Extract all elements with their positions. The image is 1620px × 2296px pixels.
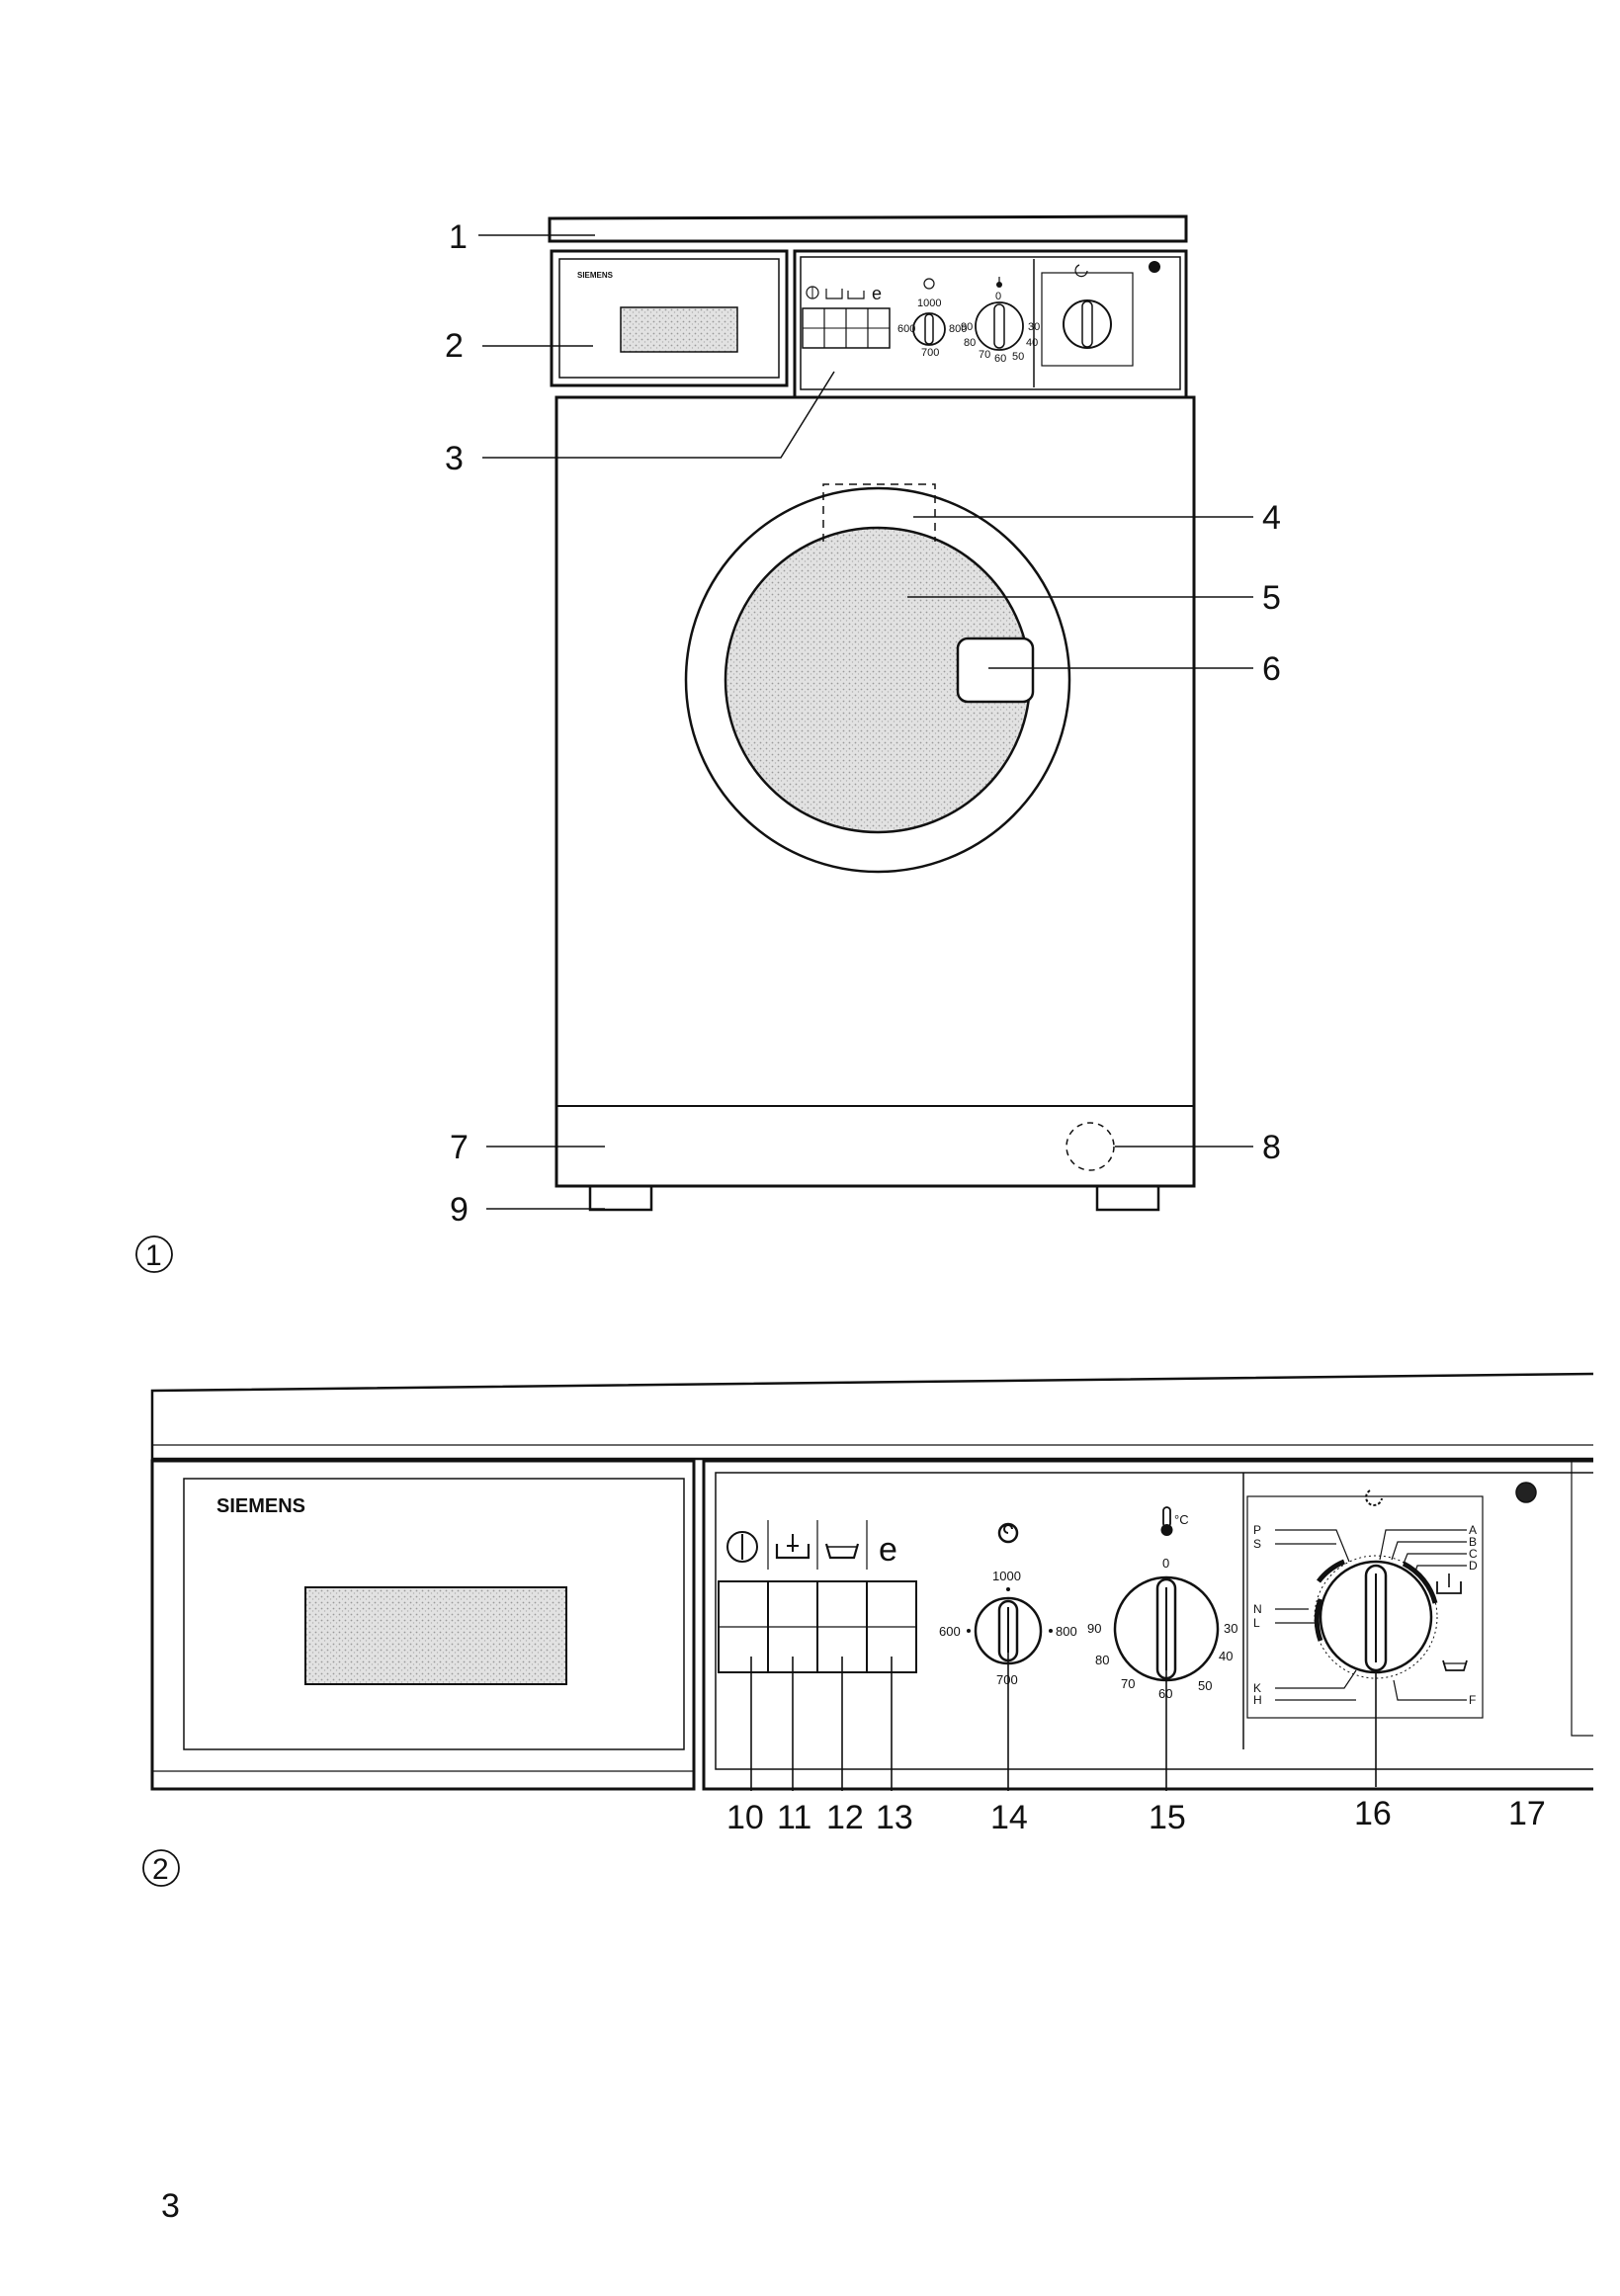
drawer-label-panel [620,306,738,353]
temp-knob-small: 0 30 40 50 60 70 80 90 [961,277,1040,365]
temp-small-90: 90 [961,321,973,333]
prewash-icon [775,1534,810,1560]
economy-icon: e [879,1531,897,1569]
callout-12: 12 [826,1799,864,1836]
program-letter-D: D [1469,1559,1478,1573]
program-letter-P: P [1253,1523,1261,1537]
callout-16: 16 [1354,1795,1392,1832]
door-seal-dashed [822,483,936,542]
figure-1-washing-machine: SIEMENS e 1000 800 700 600 [135,214,1281,1273]
drawer-large-brand: SIEMENS [216,1495,305,1517]
figure-2-leaders [750,1653,1377,1791]
callout-8: 8 [1262,1129,1281,1166]
page-number: 3 [161,2187,180,2225]
temp-small-60: 60 [994,353,1006,365]
temp-label-90: 90 [1087,1621,1101,1636]
door-ring [684,486,1071,874]
spin-icon [997,1522,1019,1544]
spin-label-bottom: 700 [996,1672,1018,1687]
program-letter-F: F [1469,1693,1476,1707]
program-letter-S: S [1253,1537,1261,1551]
door-handle [956,637,1035,704]
program-letter-A: A [1469,1523,1477,1537]
callout-10: 10 [726,1799,764,1836]
callout-13: 13 [876,1799,913,1836]
callout-2: 2 [445,327,464,365]
program-selector[interactable]: P S N L K H A B C D F [1246,1489,1484,1719]
program-letter-K: K [1253,1681,1261,1695]
figure-2-control-panel: SIEMENS [142,1372,1594,1887]
temp-label-0: 0 [1162,1556,1169,1571]
worktop [548,214,1188,243]
foot-right [1095,1184,1160,1212]
spin-label-top: 1000 [992,1569,1021,1583]
callout-6: 6 [1262,650,1281,688]
callout-7: 7 [450,1129,469,1166]
drawer-large [150,1459,696,1791]
temp-small-50: 50 [1012,351,1024,363]
drawer-large-label-panel [304,1586,567,1685]
temp-unit: °C [1174,1512,1189,1527]
spin-small-bottom: 700 [921,347,939,359]
callout-4: 4 [1262,499,1281,537]
main-wash-icon [824,1543,860,1560]
main-wash-icon-selector [1442,1659,1468,1671]
temp-label-80: 80 [1095,1653,1109,1667]
economy-symbol-small: e [872,284,882,303]
foot-left [588,1184,653,1212]
spin-label-left: 600 [939,1624,961,1639]
temp-label-50: 50 [1198,1678,1212,1693]
program-letter-C: C [1469,1547,1478,1561]
power-icon [726,1531,758,1563]
callout-9: 9 [450,1191,469,1229]
program-letter-N: N [1253,1602,1262,1616]
panel-buttons-small: e [802,284,891,349]
callout-15: 15 [1149,1799,1186,1836]
spin-small-left: 600 [897,323,915,335]
temperature-knob[interactable]: °C 0 30 40 50 60 70 80 90 [1087,1506,1237,1701]
pump-cover [1066,1122,1115,1171]
detergent-drawer [550,249,789,387]
prewash-icon-selector [1436,1573,1462,1594]
temp-small-40: 40 [1026,337,1038,349]
program-letter-B: B [1469,1535,1477,1549]
spin-label-right: 800 [1056,1624,1077,1639]
temp-small-70: 70 [979,349,990,361]
program-area-small [1033,259,1160,387]
callout-3: 3 [445,440,464,477]
figure-2-number: 2 [152,1853,169,1886]
thermometer-icon [1160,1506,1173,1536]
callout-5: 5 [1262,579,1281,617]
wash-buttons: e [718,1520,917,1673]
drawer-brand: SIEMENS [577,271,614,280]
indicator-lamp [1515,1482,1537,1503]
cabinet [554,395,1196,1188]
temp-small-80: 80 [964,337,976,349]
figure-1-leaders [478,234,1253,1210]
program-start-icon [1365,1489,1383,1506]
program-letter-H: H [1253,1693,1262,1707]
spin-small-top: 1000 [917,298,941,309]
program-letter-L: L [1253,1616,1260,1630]
indicator-lamp-small [1149,261,1160,273]
callout-11: 11 [777,1799,811,1836]
callout-1: 1 [449,218,468,256]
spin-knob-small: 1000 800 700 600 [897,278,967,359]
figure-1-number: 1 [145,1239,162,1272]
temp-label-40: 40 [1219,1649,1233,1663]
temp-small-0: 0 [995,291,1001,302]
spin-small-right: 800 [949,323,967,335]
callout-14: 14 [990,1799,1028,1836]
temp-label-70: 70 [1121,1676,1135,1691]
callout-17: 17 [1508,1795,1546,1832]
temp-label-30: 30 [1224,1621,1237,1636]
